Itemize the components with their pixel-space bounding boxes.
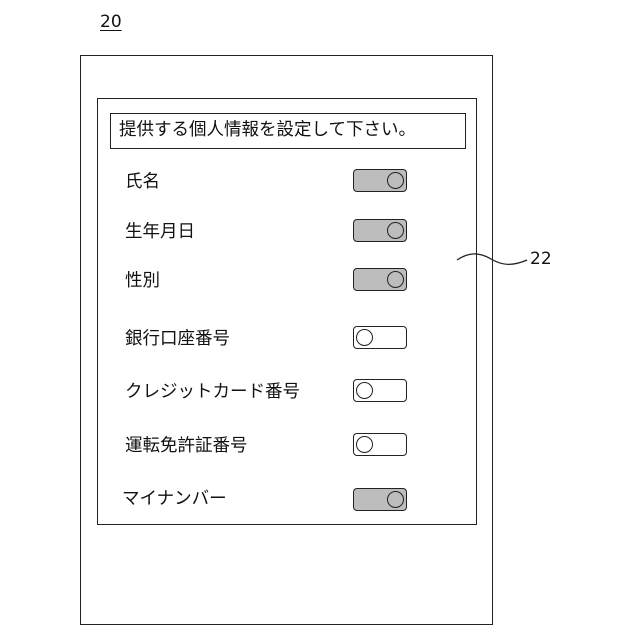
toggle-knob (356, 329, 373, 346)
toggle-name[interactable] (353, 169, 407, 192)
toggle-knob (387, 222, 404, 239)
toggle-gender[interactable] (353, 268, 407, 291)
settings-panel (97, 98, 477, 525)
item-label-drivers-license: 運転免許証番号 (125, 435, 248, 457)
toggle-knob (387, 271, 404, 288)
toggle-knob (387, 172, 404, 189)
toggle-birthdate[interactable] (353, 219, 407, 242)
instruction-text: 提供する個人情報を設定して下さい。 (110, 113, 466, 149)
toggle-knob (356, 382, 373, 399)
item-label-gender: 性別 (125, 270, 160, 292)
item-label-bank-account: 銀行口座番号 (125, 328, 230, 350)
toggle-bank-account[interactable] (353, 326, 407, 349)
figure-number-label: 20 (100, 12, 122, 32)
toggle-credit-card[interactable] (353, 379, 407, 402)
toggle-knob (356, 436, 373, 453)
reference-leader-line (455, 248, 530, 268)
item-label-birthdate: 生年月日 (125, 221, 195, 243)
item-label-credit-card: クレジットカード番号 (125, 381, 300, 403)
item-label-name: 氏名 (125, 171, 160, 193)
reference-number-label: 22 (530, 249, 552, 269)
toggle-drivers-license[interactable] (353, 433, 407, 456)
toggle-knob (387, 491, 404, 508)
item-label-my-number: マイナンバー (122, 488, 227, 510)
toggle-my-number[interactable] (353, 488, 407, 511)
